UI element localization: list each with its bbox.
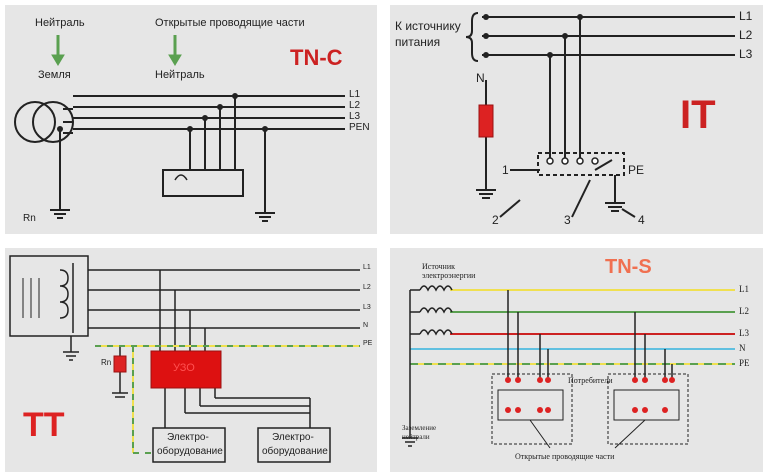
tn-s-source-label-2: электроэнергии xyxy=(422,271,476,280)
tn-c-neutral-top-label: Нейтраль xyxy=(35,17,85,29)
tn-s-ground-label-2: нейтрали xyxy=(402,433,430,441)
it-title: IT xyxy=(680,93,716,137)
tt-equip1-line1: Электро- xyxy=(167,432,209,443)
tn-c-neutral-label: Нейтраль xyxy=(155,69,205,81)
it-n-label: N xyxy=(476,71,485,85)
it-pe-label: PE xyxy=(628,163,645,177)
transformer-icon xyxy=(14,101,74,143)
tt-equip2-line1: Электро- xyxy=(272,432,314,443)
tn-c-line-l1: L1 xyxy=(349,89,361,100)
it-line-l2: L2 xyxy=(739,28,753,42)
tt-equip2-line2: оборудование xyxy=(262,446,328,457)
tt-line-n: N xyxy=(363,322,369,329)
it-schematic xyxy=(465,12,735,218)
it-number-4: 4 xyxy=(638,213,645,227)
tn-s-line-l3: L3 xyxy=(739,328,749,338)
tn-c-title: TN-C xyxy=(290,45,343,70)
tt-line-pe: PE xyxy=(363,340,373,347)
tt-line-l2: L2 xyxy=(363,284,371,291)
tn-c-earth-label: Земля xyxy=(38,69,71,81)
it-line-l3: L3 xyxy=(739,47,753,61)
tt-resistor xyxy=(113,355,127,373)
tn-c-line-pen: PEN xyxy=(349,122,370,133)
parts-arrow-icon xyxy=(168,35,182,66)
it-resistor xyxy=(478,104,494,138)
tt-uzo-label: УЗО xyxy=(173,362,195,374)
tn-s-line-l1: L1 xyxy=(739,284,749,294)
it-number-3: 3 xyxy=(564,213,571,227)
panel-it: К источнику питания L1 L2 L3 N IT PE 1 2… xyxy=(390,5,763,234)
tn-c-schematic xyxy=(14,35,345,222)
uzo-box xyxy=(150,350,222,389)
tn-s-line-n: N xyxy=(739,343,746,353)
tn-s-line-l2: L2 xyxy=(739,306,749,316)
tt-title: TT xyxy=(23,406,65,444)
panel-tn-s: Источник электроэнергии TN-S L1 L2 L3 N … xyxy=(390,248,763,472)
tt-rn-label: Rn xyxy=(101,358,112,367)
tt-equip1-line2: оборудование xyxy=(157,446,223,457)
it-source-label-2: питания xyxy=(395,35,441,49)
tn-c-line-l2: L2 xyxy=(349,100,361,111)
tn-c-parts-top-label: Открытые проводящие части xyxy=(155,17,305,29)
tn-c-line-l3: L3 xyxy=(349,111,361,122)
it-number-2: 2 xyxy=(492,213,499,227)
neutral-arrow-icon xyxy=(51,35,65,66)
tt-schematic xyxy=(9,255,360,463)
it-source-label-1: К источнику xyxy=(395,19,461,33)
tt-line-l3: L3 xyxy=(363,304,371,311)
tn-s-line-pe: PE xyxy=(739,358,750,368)
tn-s-title: TN-S xyxy=(605,256,652,278)
tn-c-rn-label: Rn xyxy=(23,213,36,224)
tn-s-consumers-label: Потребители xyxy=(568,376,613,385)
tt-line-l1: L1 xyxy=(363,264,371,271)
tn-s-schematic xyxy=(402,285,735,449)
panel-tn-c: Нейтраль Открытые проводящие части Земля… xyxy=(5,5,377,234)
tn-s-ground-label-1: Заземление xyxy=(402,424,437,432)
equipment-box xyxy=(162,169,244,197)
tn-s-source-label-1: Источник xyxy=(422,262,455,271)
panel-tt: L1 L2 L3 N PE УЗО Rn TT Электро- оборудо… xyxy=(5,248,377,472)
it-number-1: 1 xyxy=(502,163,509,177)
it-line-l1: L1 xyxy=(739,9,753,23)
tn-s-parts-label: Открытые проводящие части xyxy=(515,452,615,461)
